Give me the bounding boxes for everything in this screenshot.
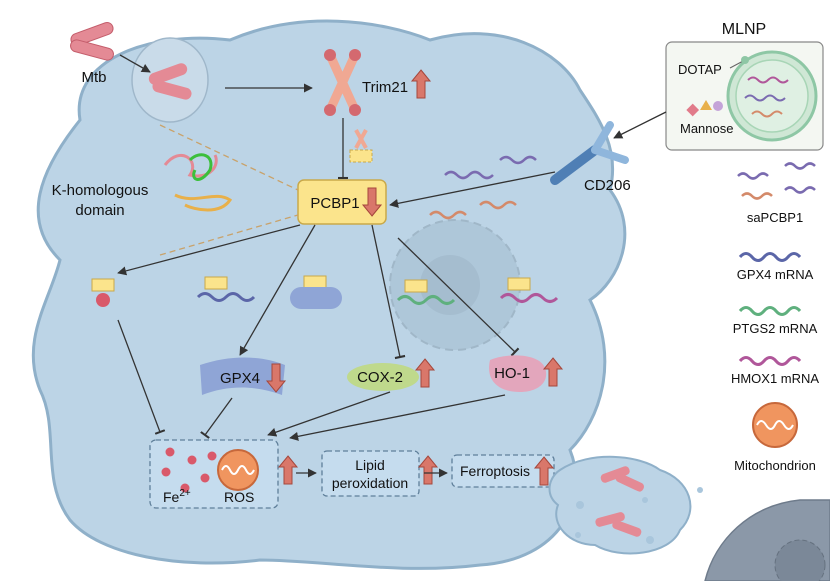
pcbp1-hmox1-mrna [499,277,559,303]
phagosome [131,37,209,123]
legend-ptgs2-label: PTGS2 mRNA [733,321,818,336]
mlnp-title: MLNP [722,21,766,38]
trim21-icon [324,49,361,116]
legend-hmox1-label: HMOX1 mRNA [731,371,819,386]
mannose-label: Mannose [680,121,733,136]
gpx4-protein [200,357,285,395]
pcbp1-iron-complex [91,278,115,307]
ferroptosis-box [451,454,555,488]
sapcbp1-in-cell [429,155,537,220]
pcbp1-protein-complex [290,275,342,309]
lipid-label-2: peroxidation [332,475,408,491]
legend-gpx4-icon [738,252,802,262]
legend-sapcbp1-icon [737,162,816,200]
pcbp1-box [297,179,387,225]
ho1-protein [489,355,547,392]
k-domain-label-2: domain [75,202,124,219]
legend-sapcbp1-label: saPCBP1 [747,210,803,225]
debris-dots [575,487,703,544]
small-trim21-icon [349,129,373,163]
mtb-label: Mtb [81,69,106,86]
mitochondrion-icon [217,449,259,491]
iron-dots [161,447,217,493]
lipid-label-1: Lipid [355,457,385,473]
nanoparticle-rna [744,76,789,118]
fe-label: Fe2+ [163,488,191,505]
legend-mitochondrion-icon [752,402,798,448]
pcbp1-ptgs2-mrna [396,279,456,305]
k-domain-label-1: K-homologous [52,182,149,199]
legend-gpx4-label: GPX4 mRNA [737,267,814,282]
dying-cell [548,455,692,555]
cd206-label: CD206 [584,177,631,194]
ferroptosis-label: Ferroptosis [460,463,530,479]
gpx4-label: GPX4 [220,370,260,387]
dotap-label: DOTAP [678,62,722,77]
pcbp1-gpx4-mrna [196,276,256,302]
legend-ptgs2-icon [738,306,802,316]
mtb-inside-icon [148,63,192,100]
pcbp1-label: PCBP1 [310,195,359,212]
cd206-icon [550,121,629,185]
legend: saPCBP1 GPX4 mRNA PTGS2 mRNA HMOX1 mRNA … [731,162,819,473]
cox2-label: COX-2 [357,369,403,386]
k-domain-protein-icon [163,153,233,212]
trim21-label: Trim21 [362,79,408,96]
ros-label: ROS [224,489,254,505]
legend-hmox1-icon [738,356,802,366]
cox2-protein [347,363,419,391]
released-mtb-icons [595,466,644,537]
legend-mitochondrion-label: Mitochondrion [734,458,816,473]
lipid-peroxidation-box [321,450,420,497]
mtb-icon [70,22,114,61]
ho1-label: HO-1 [494,365,530,382]
